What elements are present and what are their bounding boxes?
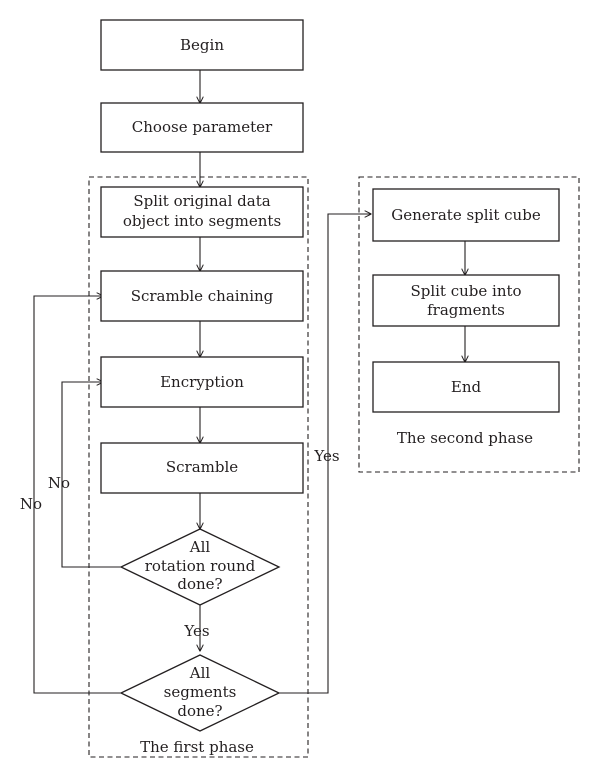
segments-decision-node: All segments done? xyxy=(119,654,281,732)
rotation-no-label: No xyxy=(48,474,70,492)
scramble-label: Scramble xyxy=(166,458,238,476)
edge-segments-yes xyxy=(279,214,371,694)
edge-rotation-no-loop xyxy=(61,382,121,568)
split-original-node: Split original data object into segments xyxy=(100,186,304,238)
flow-edges xyxy=(33,70,465,694)
segments-decision-line-2: segments xyxy=(164,683,237,701)
begin-node: Begin xyxy=(100,19,304,71)
segments-yes-label: Yes xyxy=(313,447,339,465)
choose-parameter-label: Choose parameter xyxy=(132,118,273,136)
split-cube-fragments-line-2: fragments xyxy=(427,301,505,319)
rotation-decision-node: All rotation round done? xyxy=(119,528,281,606)
segments-decision-line-3: done? xyxy=(177,702,222,720)
encryption-label: Encryption xyxy=(160,373,244,391)
first-phase-caption: The first phase xyxy=(140,738,254,756)
begin-label: Begin xyxy=(180,36,224,54)
segments-decision-line-1: All xyxy=(189,664,211,682)
edge-segments-no-loop xyxy=(33,296,121,694)
scramble-node: Scramble xyxy=(100,442,304,494)
generate-split-cube-node: Generate split cube xyxy=(372,188,560,242)
end-label: End xyxy=(451,378,482,396)
generate-split-cube-label: Generate split cube xyxy=(391,206,541,224)
split-original-label-line-1: Split original data xyxy=(133,192,270,210)
split-cube-fragments-line-1: Split cube into xyxy=(410,282,521,300)
choose-parameter-node: Choose parameter xyxy=(100,102,304,153)
split-cube-fragments-node: Split cube into fragments xyxy=(372,274,560,327)
second-phase-caption: The second phase xyxy=(397,429,533,447)
scramble-chaining-node: Scramble chaining xyxy=(100,270,304,322)
rotation-decision-line-3: done? xyxy=(177,575,222,593)
rotation-decision-line-2: rotation round xyxy=(145,557,256,575)
segments-no-label: No xyxy=(20,495,42,513)
encryption-node: Encryption xyxy=(100,356,304,408)
split-original-label-line-2: object into segments xyxy=(123,212,281,230)
rotation-decision-line-1: All xyxy=(189,538,211,556)
scramble-chaining-label: Scramble chaining xyxy=(131,287,274,305)
rotation-yes-label: Yes xyxy=(183,622,209,640)
end-node: End xyxy=(372,361,560,413)
second-phase-container xyxy=(358,176,580,473)
